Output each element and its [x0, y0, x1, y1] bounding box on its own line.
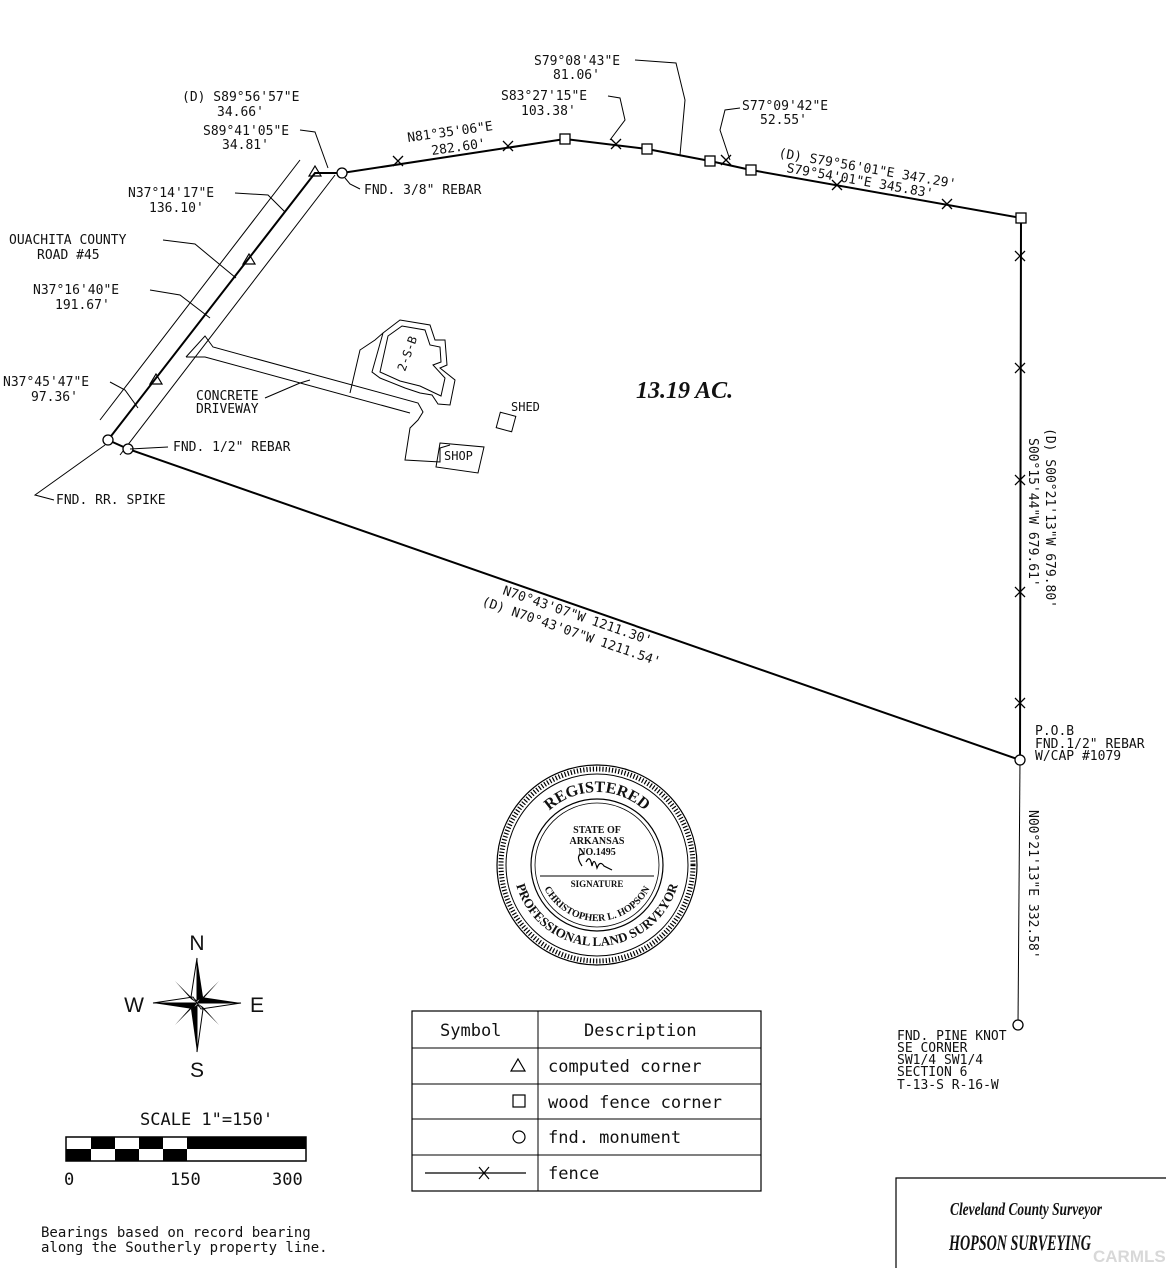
label-house: 2-S-B — [395, 334, 421, 373]
compass-e: E — [250, 994, 264, 1017]
legend-desc-wood-fence-corner: wood fence corner — [548, 1093, 722, 1113]
label-dist-d-s89-56: 34.66' — [217, 105, 264, 120]
label-pine-line3: SW1/4 SW1/4 — [897, 1053, 983, 1068]
section-line — [1017, 759, 1021, 1026]
label-fnd-rr-spike: FND. RR. SPIKE — [56, 493, 166, 508]
label-driveway-line1: CONCRETE — [196, 389, 259, 404]
concrete-driveway — [185, 332, 451, 463]
label-bearing-n00-21: N00°21'13"E 332.58' — [1025, 810, 1040, 959]
leader-lines — [33, 59, 741, 501]
label-bearing-s79-08: S79°08'43"E — [534, 54, 620, 69]
title-block-line1: Cleveland County Surveyor — [950, 1199, 1103, 1219]
scale-title: SCALE 1"=150' — [140, 1110, 273, 1130]
legend-header-symbol: Symbol — [440, 1021, 501, 1041]
legend-fence-icon — [425, 1166, 526, 1180]
label-bearing-s00-15: S00°15'44"W 679.61' — [1025, 438, 1040, 587]
seal-state-line1: STATE OF — [573, 825, 621, 836]
label-pine-line4: SECTION 6 — [897, 1065, 967, 1080]
label-driveway-line2: DRIVEWAY — [196, 402, 259, 417]
legend-square-icon — [512, 1094, 526, 1108]
shop — [435, 442, 485, 474]
label-pine-line2: SE CORNER — [897, 1041, 968, 1056]
compass-s: S — [190, 1059, 204, 1082]
watermark: CARMLS, INC — [1093, 1247, 1166, 1266]
label-dist-n37-16: 191.67' — [55, 298, 110, 313]
label-bearing-n37-14: N37°14'17"E — [128, 186, 214, 201]
scale-tick-300: 300 — [272, 1170, 303, 1190]
fence-markers — [392, 138, 1026, 709]
legend-circle-icon — [512, 1130, 526, 1144]
shed — [495, 411, 517, 433]
road-lines — [99, 159, 336, 456]
label-pob-line2: FND.1/2" REBAR — [1035, 737, 1145, 752]
label-road-line2: ROAD #45 — [37, 248, 100, 263]
compass-n: N — [189, 932, 204, 955]
label-shed: SHED — [511, 400, 540, 414]
label-pob-line3: W/CAP #1079 — [1035, 749, 1121, 764]
label-bearing-d-s00-21: (D) S00°21'13"W 679.80' — [1042, 428, 1057, 608]
legend-table: Symbol Description computed corner wood … — [411, 1010, 762, 1192]
note-line1: Bearings based on record bearing — [41, 1225, 311, 1241]
north-arrow: N S E W — [124, 932, 264, 1082]
label-bearing-s89-41: S89°41'05"E — [203, 124, 289, 139]
house-footprint — [371, 319, 456, 406]
legend-desc-fence: fence — [548, 1164, 599, 1184]
label-pine-line1: FND. PINE KNOT — [897, 1029, 1007, 1044]
label-dist-n37-45: 97.36' — [31, 390, 78, 405]
surveyor-seal: REGISTERED PROFESSIONAL LAND SURVEYOR CH… — [496, 764, 698, 966]
label-bearing-s77: S77°09'42"E — [742, 99, 828, 114]
legend-triangle-icon — [509, 1057, 527, 1072]
seal-signature — [577, 853, 613, 871]
note-line2: along the Southerly property line. — [41, 1240, 328, 1256]
seal-state-line2: ARKANSAS — [569, 836, 624, 847]
label-dist-s83: 103.38' — [521, 104, 576, 119]
label-dist-s77: 52.55' — [760, 113, 807, 128]
legend-desc-computed-corner: computed corner — [548, 1057, 702, 1077]
label-dist-s79-08: 81.06' — [553, 68, 600, 83]
seal-signature-caption: SIGNATURE — [571, 879, 624, 889]
label-shop: SHOP — [444, 449, 473, 463]
label-dist-s89-41: 34.81' — [222, 138, 269, 153]
label-bearing-n37-45: N37°45'47"E — [3, 375, 89, 390]
label-bearing-n37-16: N37°16'40"E — [33, 283, 119, 298]
legend-desc-fnd-monument: fnd. monument — [548, 1128, 681, 1148]
label-bearing-s83: S83°27'15"E — [501, 89, 587, 104]
legend-header-description: Description — [584, 1021, 697, 1041]
label-fnd-12-rebar: FND. 1/2" REBAR — [173, 440, 291, 455]
seal-top-arc: REGISTERED — [541, 779, 653, 814]
compass-w: W — [124, 994, 144, 1017]
seal-number: NO.1495 — [578, 847, 616, 858]
label-pine-line5: T-13-S R-16-W — [897, 1078, 999, 1093]
scale-bar: SCALE 1"=150' 0 150 300 — [64, 1110, 307, 1190]
title-block: Cleveland County Surveyor HOPSON SURVEYI… — [895, 1177, 1166, 1268]
title-block-line2: HOPSON SURVEYING — [948, 1230, 1091, 1255]
label-pob-line1: P.O.B — [1035, 724, 1074, 739]
label-road-line1: OUACHITA COUNTY — [9, 233, 127, 248]
label-bearing-d-s89-56: (D) S89°56'57"E — [182, 90, 299, 105]
computed-corners — [148, 164, 323, 385]
label-dist-n37-14: 136.10' — [149, 201, 204, 216]
monuments — [102, 167, 1026, 1031]
bearing-note: Bearings based on record bearing along t… — [41, 1225, 328, 1256]
wood-fence-corners — [559, 133, 1027, 224]
scale-tick-150: 150 — [170, 1170, 201, 1190]
acreage-label: 13.19 AC. — [636, 378, 733, 404]
scale-tick-0: 0 — [64, 1170, 74, 1190]
label-fnd-38-rebar: FND. 3/8" REBAR — [364, 183, 482, 198]
